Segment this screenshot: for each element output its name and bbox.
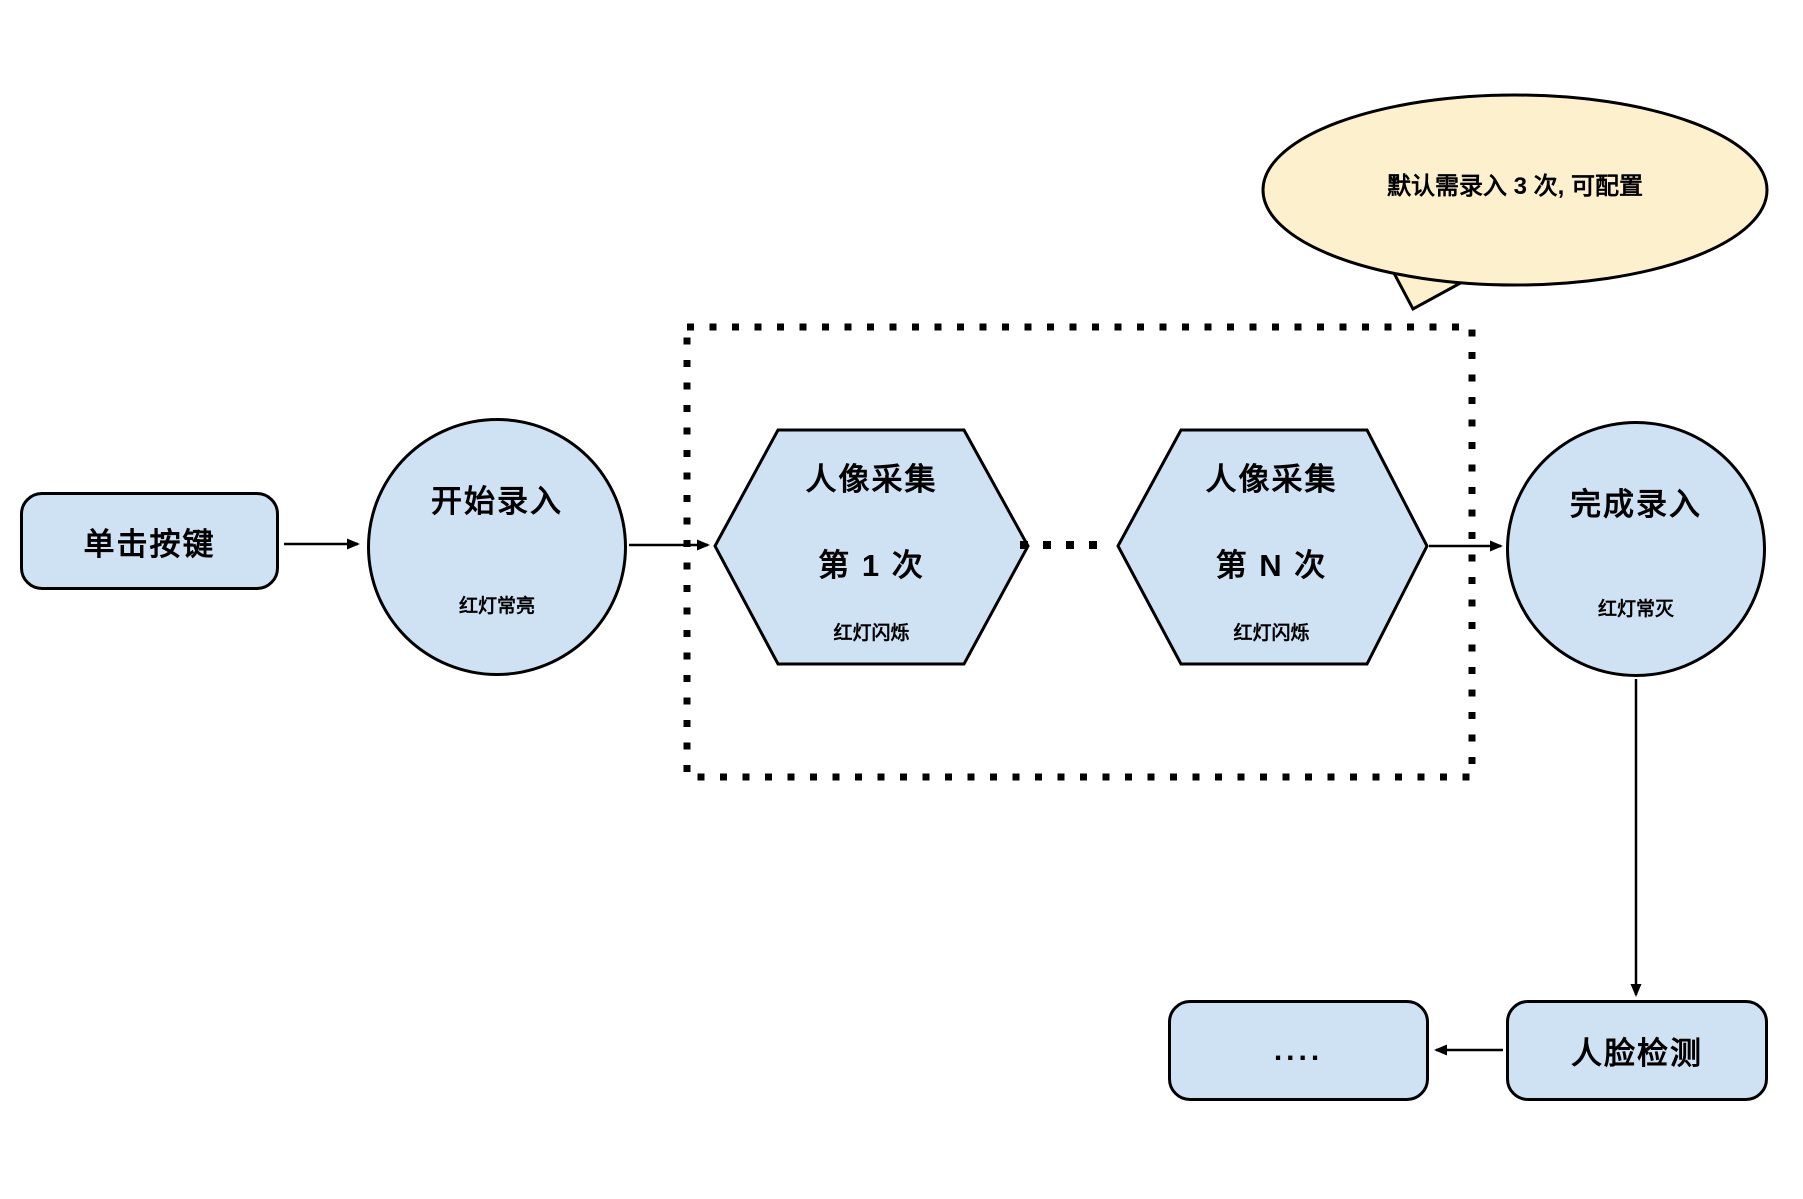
node-capture-n-status: 红灯闪烁 bbox=[1233, 623, 1310, 644]
node-click-button-label: 单击按键 bbox=[83, 526, 216, 562]
node-finish-enrollment-label: 完成录入 bbox=[1570, 487, 1702, 522]
node-start-enrollment: 开始录入 红灯常亮 bbox=[367, 418, 627, 676]
node-finish-enrollment-status: 红灯常灭 bbox=[1597, 599, 1674, 620]
capture-n-hexagon bbox=[1116, 428, 1429, 666]
callout-note-text: 默认需录入 3 次, 可配置 bbox=[1386, 172, 1644, 200]
node-face-detection-label: 人脸检测 bbox=[1571, 1036, 1703, 1071]
node-face-detection: 人脸检测 bbox=[1506, 1000, 1768, 1101]
node-capture-1-count: 第 1 次 bbox=[818, 548, 925, 583]
node-capture-n-title: 人像采集 bbox=[1205, 462, 1338, 497]
callout-bubble bbox=[1261, 93, 1769, 287]
node-start-enrollment-status: 红灯常亮 bbox=[458, 596, 535, 617]
node-finish-enrollment: 完成录入 红灯常灭 bbox=[1506, 421, 1766, 677]
node-start-enrollment-label: 开始录入 bbox=[431, 484, 563, 519]
node-capture-1-status: 红灯闪烁 bbox=[833, 623, 910, 644]
node-click-button: 单击按键 bbox=[20, 492, 279, 590]
node-capture-1-title: 人像采集 bbox=[805, 462, 938, 497]
node-capture-n-count: 第 N 次 bbox=[1215, 548, 1328, 583]
node-capture-1-labels: 人像采集 第 1 次 红灯闪烁 bbox=[715, 430, 1028, 664]
node-capture-n-labels: 人像采集 第 N 次 红灯闪烁 bbox=[1115, 430, 1428, 664]
node-more-steps-label: .... bbox=[1273, 1033, 1324, 1067]
node-more-steps: .... bbox=[1168, 1000, 1429, 1101]
